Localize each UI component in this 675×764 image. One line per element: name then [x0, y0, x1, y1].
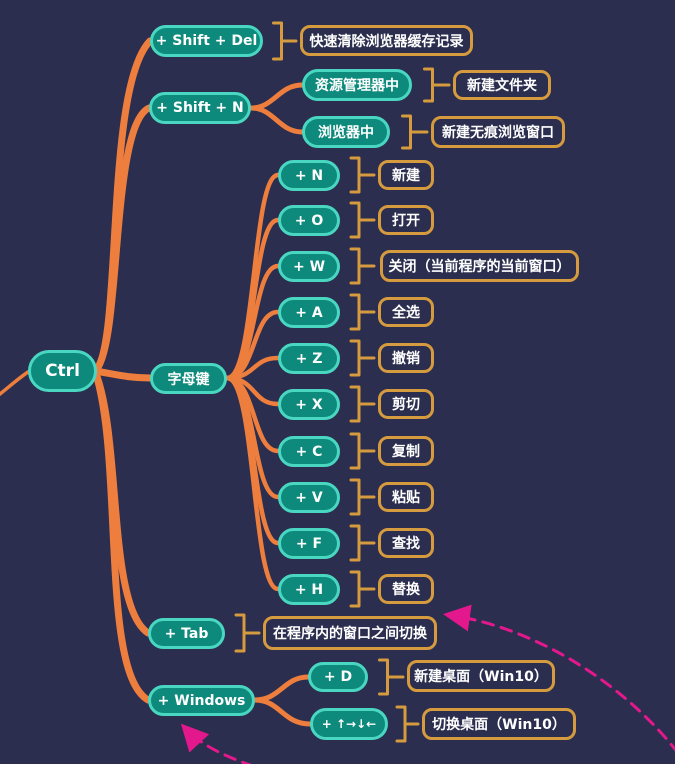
bracket-connector: [349, 247, 376, 285]
node-win-arrows[interactable]: + ↑→↓←: [310, 708, 388, 740]
bracket-connector: [349, 432, 376, 470]
result-key-a[interactable]: 全选: [378, 297, 434, 327]
bracket-connector: [272, 21, 298, 61]
result-win-d[interactable]: 新建桌面（Win10）: [407, 660, 555, 692]
node-key-x[interactable]: + X: [278, 389, 340, 420]
node-explorer[interactable]: 资源管理器中: [302, 69, 412, 101]
sub-branch-edge: [252, 697, 313, 727]
bracket-connector: [349, 570, 376, 608]
branch-edge: [91, 104, 153, 375]
node-browser[interactable]: 浏览器中: [302, 116, 390, 148]
node-key-a[interactable]: + A: [278, 297, 340, 328]
result-browser[interactable]: 新建无痕浏览窗口: [431, 116, 565, 148]
node-letters[interactable]: 字母键: [150, 363, 227, 394]
bracket-connector: [349, 478, 376, 516]
node-shift-del[interactable]: + Shift + Del: [150, 25, 263, 57]
result-key-v[interactable]: 粘贴: [378, 482, 434, 512]
result-key-o[interactable]: 打开: [378, 205, 434, 235]
result-key-n[interactable]: 新建: [378, 160, 434, 190]
node-windows[interactable]: + Windows: [148, 685, 255, 716]
bracket-connector: [378, 658, 405, 696]
sub-branch-edge: [248, 82, 305, 111]
result-key-h[interactable]: 替换: [378, 574, 434, 604]
result-key-f[interactable]: 查找: [378, 528, 434, 558]
branch-edge: [91, 367, 154, 382]
node-key-n[interactable]: + N: [278, 160, 340, 191]
dashed-arrow: [443, 604, 675, 752]
sub-branch-edge: [224, 375, 281, 592]
result-key-w[interactable]: 关闭（当前程序的当前窗口）: [380, 250, 579, 282]
result-key-x[interactable]: 剪切: [378, 389, 434, 419]
result-shift-del[interactable]: 快速清除浏览器缓存记录: [300, 25, 473, 56]
node-shift-n[interactable]: + Shift + N: [149, 92, 251, 124]
node-key-w[interactable]: + W: [278, 251, 340, 282]
result-tab[interactable]: 在程序内的窗口之间切换: [263, 616, 437, 650]
node-key-v[interactable]: + V: [278, 482, 340, 513]
sub-branch-edge: [248, 105, 305, 135]
dashed-arrow: [180, 723, 252, 764]
node-tab[interactable]: + Tab: [148, 618, 225, 649]
result-explorer[interactable]: 新建文件夹: [453, 70, 551, 100]
node-key-c[interactable]: + C: [278, 436, 340, 467]
bracket-connector: [349, 201, 376, 239]
bracket-connector: [349, 385, 376, 423]
bracket-connector: [349, 339, 376, 377]
bracket-connector: [401, 114, 429, 150]
result-key-c[interactable]: 复制: [378, 436, 434, 466]
bracket-connector: [349, 524, 376, 562]
node-key-f[interactable]: + F: [278, 528, 340, 559]
root-stub-edge: [0, 370, 30, 396]
node-key-h[interactable]: + H: [278, 574, 340, 605]
bracket-connector: [395, 705, 420, 743]
sub-branch-edge: [252, 674, 311, 703]
node-key-z[interactable]: + Z: [278, 343, 340, 374]
node-win-d[interactable]: + D: [308, 662, 368, 692]
node-key-o[interactable]: + O: [278, 205, 340, 236]
bracket-connector: [349, 156, 376, 194]
result-win-arrows[interactable]: 切换桌面（Win10）: [422, 708, 576, 740]
bracket-connector: [234, 613, 261, 653]
bracket-connector: [349, 293, 376, 331]
branch-edge: [91, 367, 152, 704]
bracket-connector: [423, 67, 451, 103]
result-key-z[interactable]: 撤销: [378, 343, 434, 373]
node-ctrl[interactable]: Ctrl: [28, 350, 97, 392]
